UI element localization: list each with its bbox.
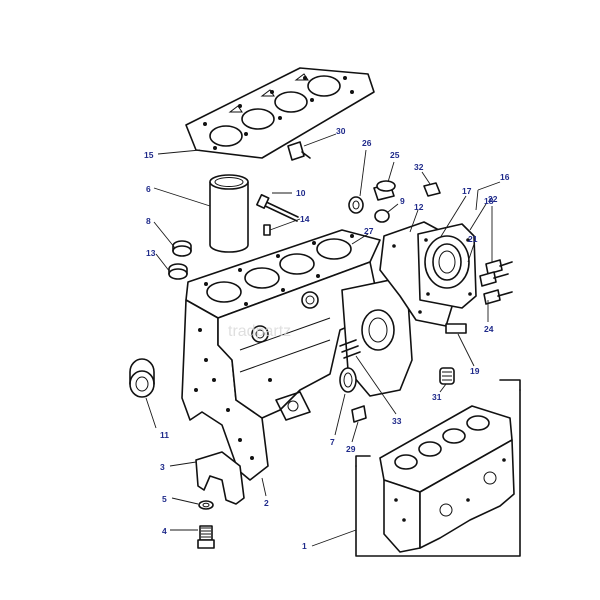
dowel-pin [263, 224, 271, 236]
callout-8: 8 [146, 216, 151, 226]
callout-7: 7 [330, 437, 335, 447]
core-plug-upper [172, 240, 192, 257]
watermark: tradpartz [228, 323, 291, 340]
callout-5: 5 [162, 494, 167, 504]
callout-19: 19 [470, 366, 480, 376]
stud-bolt [256, 193, 299, 222]
callout-29: 29 [346, 444, 356, 454]
washer-5 [198, 500, 214, 510]
bearing-cap [195, 451, 245, 505]
plug-25 [373, 180, 396, 201]
callout-15: 15 [144, 150, 154, 160]
callout-33: 33 [392, 416, 402, 426]
callout-1: 1 [302, 541, 307, 551]
callout-12: 12 [414, 202, 424, 212]
plug-32 [423, 182, 441, 197]
callout-16: 16 [500, 172, 510, 182]
callout-30: 30 [336, 126, 346, 136]
callout-10: 10 [296, 188, 306, 198]
cylinder-liner [209, 174, 249, 253]
seal-housing [417, 223, 477, 309]
jet-29 [351, 405, 367, 423]
spring-bolt [445, 323, 467, 334]
callout-13: 13 [146, 248, 156, 258]
bearing-11 [129, 358, 155, 398]
sleeve-31 [439, 367, 455, 385]
core-plug-lower [168, 263, 188, 280]
plug-bolt [287, 141, 311, 161]
plug-9 [374, 209, 390, 223]
callout-32: 32 [414, 162, 424, 172]
callout-24: 24 [484, 324, 494, 334]
callout-11: 11 [160, 430, 169, 440]
sleeve-26 [348, 196, 364, 214]
callout-21: 21 [468, 234, 478, 244]
bush-7 [339, 367, 357, 393]
callout-labels: 1 2 3 4 5 6 7 8 9 10 11 12 13 14 15 16 1… [144, 126, 510, 551]
callout-22: 22 [488, 194, 498, 204]
spring-33 [339, 339, 361, 359]
callout-31: 31 [432, 392, 442, 402]
callout-4: 4 [162, 526, 167, 536]
cap-bolt [197, 525, 215, 549]
callout-6: 6 [146, 184, 151, 194]
callout-25: 25 [390, 150, 400, 160]
complete-block-assembly [379, 405, 515, 553]
callout-14: 14 [300, 214, 310, 224]
leader-lines [145, 133, 501, 547]
callout-26: 26 [362, 138, 372, 148]
callout-17: 17 [462, 186, 472, 196]
callout-2: 2 [264, 498, 269, 508]
inset-frame [355, 379, 521, 557]
head-gasket [185, 67, 375, 159]
callout-9: 9 [400, 196, 405, 206]
callout-3: 3 [160, 462, 165, 472]
callout-18: 18 [484, 196, 494, 206]
housing-bolts [479, 259, 513, 305]
callout-27: 27 [364, 226, 374, 236]
